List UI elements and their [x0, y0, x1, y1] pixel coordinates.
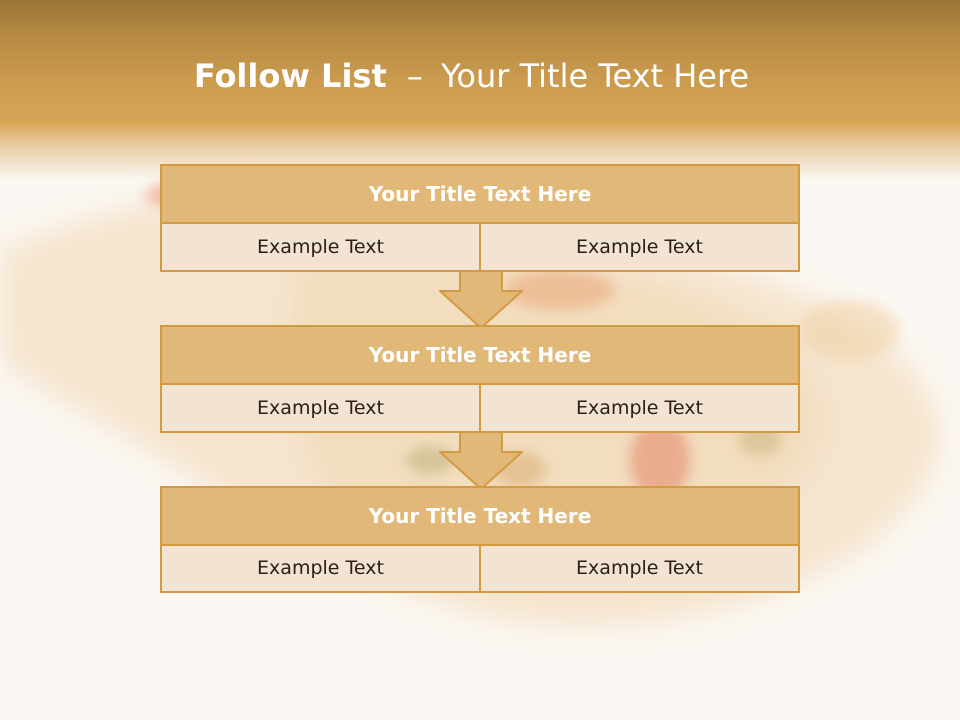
- list-block-title: Your Title Text Here: [162, 327, 798, 385]
- list-block-title: Your Title Text Here: [162, 166, 798, 224]
- list-block-2: Your Title Text Here Example Text Exampl…: [160, 325, 800, 433]
- down-arrow-icon: [439, 431, 523, 490]
- header-band: [0, 0, 960, 180]
- list-block-right-text: Example Text: [479, 546, 798, 593]
- list-block-left-text: Example Text: [257, 557, 384, 579]
- list-block-1: Your Title Text Here Example Text Exampl…: [160, 164, 800, 272]
- list-block-right-text: Example Text: [479, 224, 798, 272]
- slide-title: Follow List – Your Title Text Here: [0, 52, 943, 100]
- list-block-title: Your Title Text Here: [162, 488, 798, 546]
- down-arrow-icon: [439, 270, 523, 329]
- slide-title-bold: Follow List: [193, 57, 387, 95]
- list-block-right-text: Example Text: [479, 385, 798, 433]
- slide-title-rest: Your Title Text Here: [441, 57, 750, 95]
- slide-title-separator: –: [406, 57, 423, 95]
- list-block-3: Your Title Text Here Example Text Exampl…: [160, 486, 800, 593]
- list-block-left-text: Example Text: [257, 397, 384, 419]
- list-block-left-text: Example Text: [257, 236, 384, 258]
